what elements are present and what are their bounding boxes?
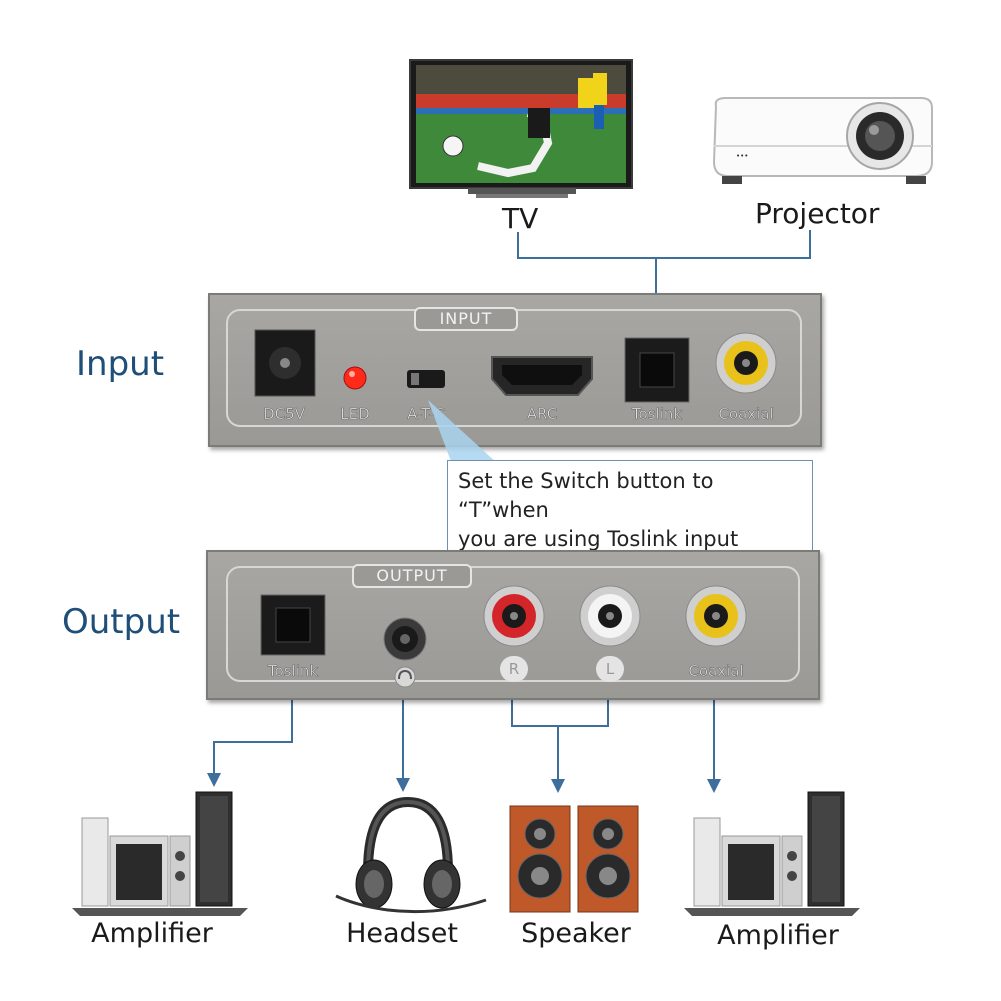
toslink-input-port (624, 337, 690, 403)
input-side-label: Input (76, 344, 165, 384)
rca-right-port (483, 585, 545, 647)
toslink-output-label: Toslink (267, 662, 319, 681)
led-indicator (343, 366, 367, 390)
amplifier-left-label: Amplifier (91, 918, 213, 949)
output-side-label: Output (62, 602, 181, 642)
source-switch[interactable] (406, 369, 446, 389)
svg-text:•••: ••• (736, 152, 748, 160)
coaxial-output-port (685, 585, 747, 647)
arc-hdmi-port (491, 356, 593, 396)
headset-image (335, 796, 487, 914)
callout-line-2: you are using Toslink input (458, 527, 739, 551)
amplifier-left-image (72, 791, 248, 916)
headphone-jack (383, 617, 427, 661)
rca-left-label: L (596, 656, 624, 682)
rca-left-port (579, 585, 641, 647)
dc5v-label: DC5V (263, 405, 305, 424)
coaxial-input-label: Coaxial (718, 405, 774, 424)
speaker-label: Speaker (521, 918, 631, 949)
amplifier-right-label: Amplifier (717, 920, 839, 951)
input-panel: INPUT DC5V LED A-T-C ARC (208, 293, 822, 447)
arc-label: ARC (526, 405, 558, 424)
projector-label: Projector (755, 197, 880, 230)
output-panel: OUTPUT Toslink R (206, 550, 820, 700)
callout-line-1: Set the Switch button to “T”when (458, 469, 714, 522)
input-panel-title: INPUT (414, 307, 518, 331)
switch-callout: Set the Switch button to “T”when you are… (447, 460, 813, 561)
tv-image (409, 59, 633, 198)
led-label: LED (340, 405, 370, 424)
amplifier-right-image (684, 791, 860, 916)
output-panel-title: OUTPUT (352, 564, 472, 588)
dc5v-port (254, 329, 316, 397)
coaxial-input-port (715, 332, 777, 394)
projector-image: ••• (712, 97, 933, 184)
rca-right-label: R (500, 656, 528, 682)
toslink-input-label: Toslink (631, 405, 683, 424)
headset-label: Headset (346, 918, 458, 949)
tv-label: TV (502, 202, 539, 235)
speaker-image (509, 805, 639, 913)
headphone-symbol-icon (394, 666, 416, 688)
coaxial-output-label: Coaxial (688, 662, 744, 681)
toslink-output-port (260, 594, 326, 656)
